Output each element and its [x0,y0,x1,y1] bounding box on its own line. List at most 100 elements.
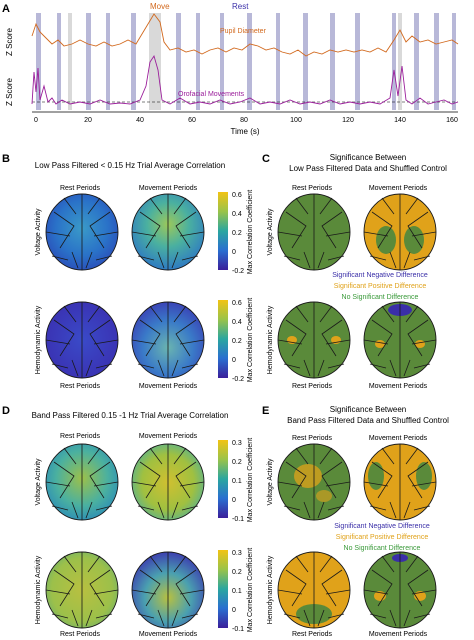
row-label: Voltage Activity [267,458,274,506]
brain-map [131,443,205,521]
rest-shade [106,13,110,110]
rest-shade [414,13,419,110]
column-label: Movement Periods [369,435,428,442]
brain-map [131,301,205,379]
rest-shade [434,13,439,110]
rest-shade [176,13,181,110]
column-label: Movement Periods [139,383,198,390]
column-label: Movement Periods [369,631,428,638]
rest-shade [392,13,396,110]
column-label: Rest Periods [60,383,101,390]
column-label: Movement Periods [369,383,428,390]
colorbar-gradient [218,440,228,518]
colorbar-tick: -0.2 [232,376,244,383]
column-label: Movement Periods [139,185,198,192]
panel-d: D Band Pass Filtered 0.15 -1 Hz Trial Av… [2,405,254,638]
colorbar-gradient [218,550,228,628]
panel-e: E Significance Between Band Pass Filtere… [262,405,449,638]
colorbar-tick: 0 [232,497,236,504]
colorbar-tick: 0.6 [232,300,242,307]
column-label: Rest Periods [60,631,101,638]
rest-shade [131,13,136,110]
colorbar-gradient [218,192,228,270]
colorbar-label: Max Correlation Coefficient [247,190,254,274]
colorbar-tick: 0.1 [232,478,242,485]
x-tick: 40 [136,117,144,124]
brain-map [363,193,437,271]
brain-map [363,443,437,521]
x-axis-label: Time (s) [230,127,259,136]
colorbar-gradient [218,300,228,378]
panel-letter: D [2,405,10,417]
legend-negative: Significant Negative Difference [332,272,428,279]
colorbar-tick: 0.2 [232,338,242,345]
colorbar-tick: 0.3 [232,440,242,447]
x-tick: 100 [290,117,302,124]
row-label: Voltage Activity [35,458,42,506]
colorbar-tick: 0.2 [232,459,242,466]
brain-map [363,301,437,379]
colorbar-tick: 0 [232,607,236,614]
legend-none: No Significant Difference [342,294,419,301]
period-shading [36,13,456,110]
rest-shade [36,13,41,110]
rest-shade [330,13,335,110]
y-axis-label-2: Z Score [5,77,14,106]
rest-shade [452,13,456,110]
move-shade [149,13,161,110]
colorbar-tick: 0.2 [232,230,242,237]
colorbar: 0.3 0.2 0.1 0 -0.1 Max Correlation Coeff… [218,438,254,523]
column-label: Rest Periods [60,185,101,192]
column-label: Rest Periods [292,185,333,192]
colorbar-tick: 0.2 [232,569,242,576]
x-ticks: 0 20 40 60 80 100 120 140 160 [34,117,458,124]
x-tick: 160 [446,117,458,124]
x-tick: 20 [84,117,92,124]
orofacial-label: Orofacial Movements [178,91,245,98]
row-label: Voltage Activity [267,208,274,256]
rest-shade [86,13,91,110]
panel-title: Low Pass Filtered < 0.15 Hz Trial Averag… [35,161,225,170]
pupil-trace [31,13,459,57]
panel-c: C Significance Between Low Pass Filtered… [262,153,447,390]
rest-label: Rest [232,2,249,11]
move-shade [68,13,72,110]
x-tick: 120 [342,117,354,124]
panel-b: B Low Pass Filtered < 0.15 Hz Trial Aver… [2,153,254,390]
colorbar: 0.6 0.4 0.2 0 -0.2 Max Correlation Coeff… [218,190,254,275]
brain-map [277,551,351,629]
x-tick: 60 [188,117,196,124]
rest-shade [220,13,224,110]
column-label: Movement Periods [369,185,428,192]
pupil-label: Pupil Diameter [220,28,267,35]
column-label: Rest Periods [292,631,333,638]
move-label: Move [150,2,170,11]
colorbar: 0.6 0.4 0.2 0 -0.2 Max Correlation Coeff… [218,298,254,383]
x-tick: 0 [34,117,38,124]
colorbar-tick: 0.6 [232,192,242,199]
colorbar-tick: 0.1 [232,588,242,595]
panel-a: A Move Rest Z Score Z Score [2,2,459,136]
orofacial-trace [31,54,459,105]
panel-title: Significance Between [330,153,407,162]
column-label: Rest Periods [292,435,333,442]
brain-map [277,193,351,271]
panel-letter: A [2,3,10,15]
column-label: Rest Periods [60,433,101,440]
row-label: Hemodynamic Activity [35,555,42,624]
column-label: Movement Periods [139,631,198,638]
move-shade [398,13,402,110]
colorbar-label: Max Correlation Coefficient [247,438,254,522]
brain-map [45,551,119,629]
panel-letter: B [2,153,10,165]
rest-shade [355,13,360,110]
x-tick: 80 [240,117,248,124]
legend-positive: Significant Positive Difference [336,534,429,541]
column-label: Rest Periods [292,383,333,390]
panel-title: Low Pass Filtered Data and Shuffled Cont… [289,164,447,173]
brain-map [131,193,205,271]
colorbar-label: Max Correlation Coefficient [247,548,254,632]
rest-shade [57,13,61,110]
rest-shade [196,13,200,110]
